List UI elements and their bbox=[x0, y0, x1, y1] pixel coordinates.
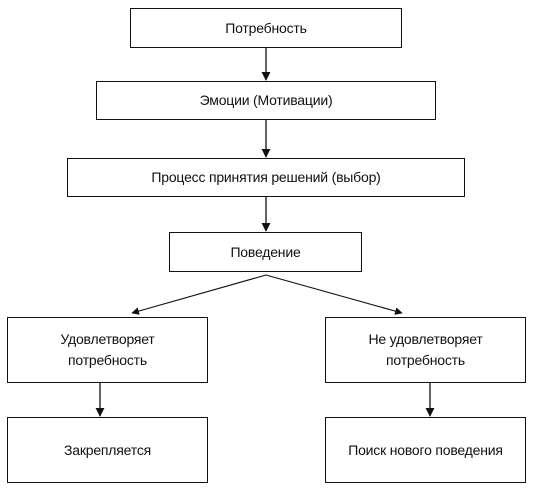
node-satisfies-label: Удовлетворяет потребность bbox=[60, 331, 155, 368]
node-not-satisfies: Не удовлетворяет потребность bbox=[325, 317, 526, 383]
node-need-label: Потребность bbox=[225, 19, 307, 36]
node-decision-label: Процесс принятия решений (выбор) bbox=[151, 169, 381, 185]
node-search-new-label: Поиск нового поведения bbox=[348, 441, 503, 458]
node-satisfies: Удовлетворяет потребность bbox=[7, 317, 208, 383]
node-reinforced-label: Закрепляется bbox=[63, 441, 152, 458]
node-behavior: Поведение bbox=[169, 232, 362, 272]
node-not-satisfies-label: Не удовлетворяет потребность bbox=[368, 331, 483, 368]
arrow-behavior-to-not-satisfies bbox=[265, 274, 403, 315]
node-emotions: Эмоции (Мотивации) bbox=[96, 81, 436, 120]
node-emotions-label: Эмоции (Мотивации) bbox=[199, 92, 333, 108]
node-need: Потребность bbox=[130, 8, 402, 48]
node-reinforced: Закрепляется bbox=[7, 417, 208, 483]
node-search-new: Поиск нового поведения bbox=[325, 417, 526, 483]
node-decision: Процесс принятия решений (выбор) bbox=[67, 158, 465, 197]
arrow-behavior-to-satisfies bbox=[131, 274, 267, 315]
node-behavior-label: Поведение bbox=[230, 243, 301, 260]
